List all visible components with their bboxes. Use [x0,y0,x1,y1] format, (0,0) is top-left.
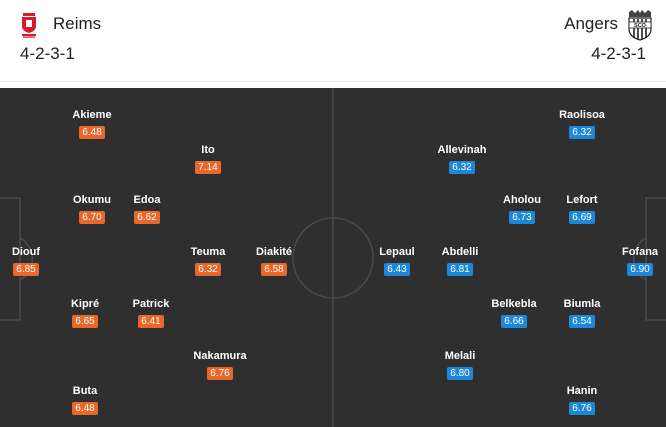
home-player-buta[interactable]: Buta 6.48 [45,384,125,416]
player-rating-badge: 6.69 [569,211,595,224]
away-player-aholou[interactable]: Aholou 6.73 [482,193,562,225]
home-player-teuma[interactable]: Teuma 6.32 [168,245,248,277]
away-player-lefort[interactable]: Lefort 6.69 [542,193,622,225]
home-player-edoa[interactable]: Edoa 6.62 [107,193,187,225]
player-rating-badge: 6.73 [509,211,535,224]
player-name: Belkebla [491,298,537,310]
player-rating-badge: 6.80 [447,367,473,380]
player-name: Buta [72,385,98,397]
player-name: Aholou [503,194,541,206]
away-player-raolisoa[interactable]: Raolisoa 6.32 [542,108,622,140]
header-separator [0,82,666,88]
player-name: Ito [201,144,215,156]
player-name: Teuma [190,246,226,258]
player-rating-badge: 6.48 [79,126,105,139]
player-name: Biumla [563,298,601,310]
away-team-name: Angers [564,14,618,33]
player-name: Patrick [132,298,170,310]
player-rating-badge: 6.54 [569,315,595,328]
player-rating-badge: 6.70 [79,211,105,224]
away-player-biumla[interactable]: Biumla 6.54 [542,297,622,329]
player-rating-badge: 6.85 [13,263,39,276]
player-rating-badge: 6.65 [72,315,98,328]
player-name: Hanin [566,385,598,397]
player-rating-badge: 6.32 [195,263,221,276]
home-player-diouf[interactable]: Diouf 6.85 [0,245,66,277]
player-name: Fofana [621,246,659,258]
player-name: Abdelli [441,246,479,258]
player-rating-badge: 6.90 [627,263,653,276]
player-rating-badge: 6.66 [501,315,527,328]
away-player-belkebla[interactable]: Belkebla 6.66 [474,297,554,329]
player-rating-badge: 6.76 [207,367,233,380]
away-player-abdelli[interactable]: Abdelli 6.81 [420,245,500,277]
away-player-lepaul[interactable]: Lepaul 6.43 [357,245,437,277]
player-rating-badge: 6.62 [134,211,160,224]
player-rating-badge: 6.41 [138,315,164,328]
away-formation: 4-2-3-1 [591,44,646,63]
player-name: Melali [444,350,476,362]
player-rating-badge: 6.81 [447,263,473,276]
player-name: Kipré [70,298,100,310]
player-name: Allevinah [437,144,487,156]
player-name: Raolisoa [559,109,605,121]
player-rating-badge: 6.76 [569,402,595,415]
home-player-patrick[interactable]: Patrick 6.41 [111,297,191,329]
player-rating-badge: 6.32 [569,126,595,139]
away-player-hanin[interactable]: Hanin 6.76 [542,384,622,416]
player-rating-badge: 6.58 [261,263,287,276]
player-rating-badge: 6.48 [72,402,98,415]
home-player-nakamura[interactable]: Nakamura 6.76 [180,349,260,381]
home-player-akieme[interactable]: Akieme 6.48 [52,108,132,140]
sco-angers-crest-icon: SCO [628,10,652,41]
player-name: Diakité [255,246,293,258]
player-name: Nakamura [193,350,247,362]
match-header: Reims 4-2-3-1 Angers SCO 4-2-3-1 [0,0,666,82]
home-formation: 4-2-3-1 [20,44,75,63]
away-player-fofana[interactable]: Fofana 6.90 [600,245,666,277]
player-name: Lepaul [379,246,415,258]
home-player-kipre[interactable]: Kipré 6.65 [45,297,125,329]
player-rating-badge: 6.32 [449,161,475,174]
home-player-okumu[interactable]: Okumu 6.70 [52,193,132,225]
stade-reims-crest-icon [22,13,36,38]
player-name: Diouf [11,246,41,258]
home-player-diakite[interactable]: Diakité 6.58 [234,245,314,277]
pitch [0,88,666,427]
svg-text:SCO: SCO [634,23,647,29]
player-name: Okumu [73,194,111,206]
player-name: Lefort [566,194,598,206]
away-player-allevinah[interactable]: Allevinah 6.32 [422,143,502,175]
player-name: Edoa [133,194,161,206]
pitch-markings [0,88,666,427]
player-name: Akieme [72,109,112,121]
away-player-melali[interactable]: Melali 6.80 [420,349,500,381]
home-team-name: Reims [53,14,102,33]
home-player-ito[interactable]: Ito 7.14 [168,143,248,175]
player-rating-badge: 7.14 [195,161,221,174]
player-rating-badge: 6.43 [384,263,410,276]
